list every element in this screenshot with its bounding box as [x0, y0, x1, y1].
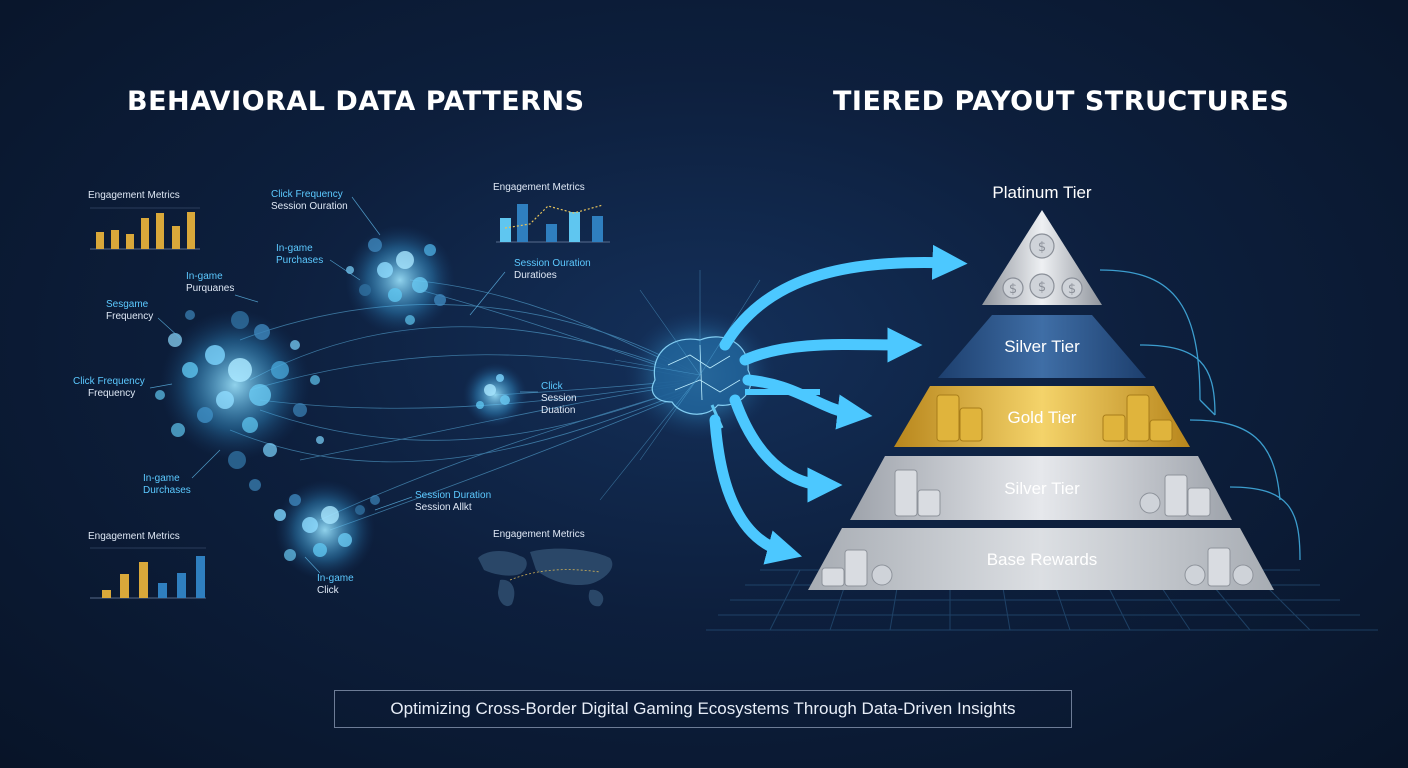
tier-base	[808, 528, 1274, 590]
tiered-payout-heading: TIERED PAYOUT STRUCTURES	[833, 86, 1290, 117]
dollar-icon: $	[1068, 282, 1076, 297]
label-click-mid: Click	[541, 381, 564, 392]
mini-chart-top-left	[90, 207, 200, 250]
silver-coin-stacks	[821, 469, 1231, 587]
label-durchases-bottom: Durchases	[143, 485, 191, 496]
label-click-frequency-left: Click Frequency	[73, 376, 145, 387]
label-purchases-top: Purchases	[276, 255, 323, 266]
label-session-duration-top: Session Ouration	[271, 201, 348, 212]
tier-silver-upper-label: Silver Tier	[1004, 337, 1080, 356]
label-session-allkt-low: Session Allkt	[415, 502, 472, 513]
cluster-top	[345, 225, 455, 335]
coin-platinum-icons	[1002, 233, 1083, 299]
mini-chart-top-middle	[496, 204, 610, 243]
mini-world-map	[478, 548, 613, 607]
label-duation-mid: Duation	[541, 405, 575, 416]
behavioral-data-heading: BEHAVIORAL DATA PATTERNS	[127, 86, 585, 117]
label-purquanes-left: Purquanes	[186, 283, 234, 294]
tier-connector-lines	[1099, 269, 1301, 561]
label-click-low: Click	[317, 585, 340, 596]
dollar-icon: $	[1009, 282, 1017, 297]
tier-silver-lower	[850, 456, 1232, 520]
dollar-icon: $	[1038, 240, 1046, 255]
label-ingame-bottom: In-game	[143, 473, 180, 484]
label-ingame-top: In-game	[276, 243, 313, 254]
label-session-duration-low: Session Duration	[415, 490, 491, 501]
tier-base-label: Base Rewards	[987, 550, 1098, 569]
dollar-icon: $	[1038, 280, 1046, 295]
cluster-left	[155, 310, 324, 491]
engagement-metrics-label-2: Engagement Metrics	[493, 182, 585, 193]
footer-caption: Optimizing Cross-Border Digital Gaming E…	[390, 699, 1016, 718]
label-frequency-left: Frequency	[88, 388, 135, 399]
tier-silver-lower-label: Silver Tier	[1004, 479, 1080, 498]
label-sesgame-frequency: Frequency	[106, 311, 153, 322]
tier-platinum-label: Platinum Tier	[992, 183, 1092, 202]
mini-chart-bottom-left	[90, 547, 206, 599]
label-duratioes-mid: Duratioes	[514, 270, 557, 281]
silver-dollar-coins	[871, 492, 1254, 586]
payout-arrows	[709, 244, 968, 565]
label-session-duration-mid: Session Ouration	[514, 258, 591, 269]
cluster-bottom	[274, 480, 380, 580]
engagement-metrics-label-4: Engagement Metrics	[493, 529, 585, 540]
label-leaders	[149, 196, 538, 574]
tier-gold-label: Gold Tier	[1008, 408, 1077, 427]
label-session-mid: Session	[541, 393, 577, 404]
engagement-metrics-label-3: Engagement Metrics	[88, 531, 180, 542]
engagement-metrics-label-1: Engagement Metrics	[88, 190, 180, 201]
tier-silver-upper	[938, 315, 1146, 378]
label-click-frequency-top: Click Frequency	[271, 189, 343, 200]
label-sesgame: Sesgame	[106, 299, 149, 310]
label-ingame-left: In-game	[186, 271, 223, 282]
gold-coin-stacks	[936, 394, 1173, 442]
label-ingame-low: In-game	[317, 573, 354, 584]
cluster-middle	[463, 363, 527, 427]
footer-caption-box: Optimizing Cross-Border Digital Gaming E…	[334, 690, 1072, 728]
